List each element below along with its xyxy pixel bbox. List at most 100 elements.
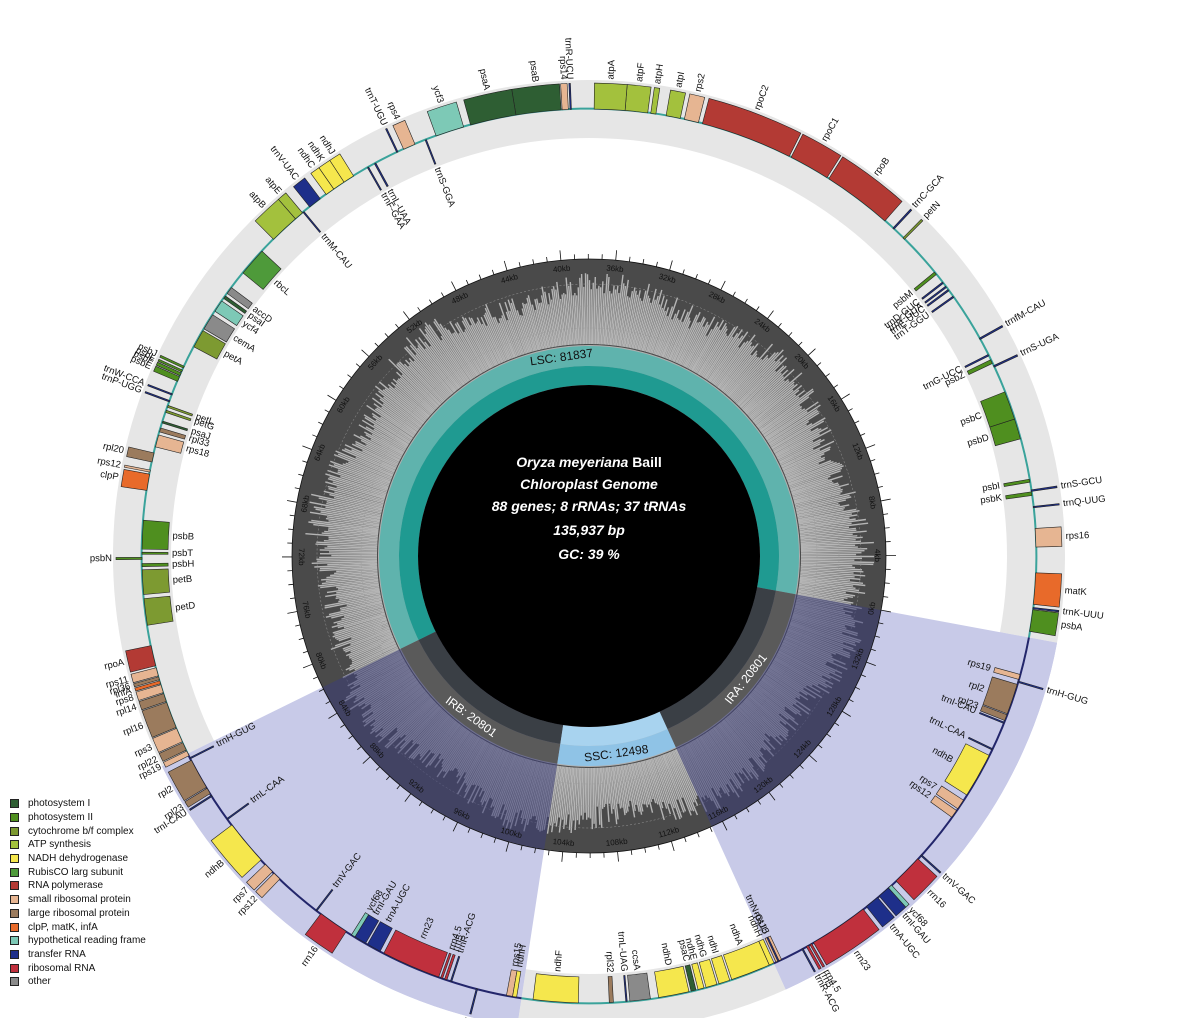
- legend-item-rrn: ribosomal RNA: [10, 961, 146, 975]
- tick-mark: [518, 262, 521, 268]
- ira-gene-band: [761, 632, 1058, 990]
- gene-label-psaA: psaA: [477, 68, 493, 92]
- tick-baseline: [291, 258, 887, 854]
- gene-psbM: [913, 271, 937, 292]
- tick-mark: [430, 808, 434, 814]
- legend-swatch: [10, 813, 19, 823]
- gene-ycf3: [426, 101, 464, 137]
- gene-trnI-GAU: [354, 914, 380, 944]
- tick-label: 72kb: [297, 548, 306, 566]
- gene-rps12: [930, 795, 957, 818]
- gene-label-infA: infA: [114, 685, 133, 700]
- tick-mark: [361, 349, 370, 357]
- gene-label-psaC: psaC: [676, 939, 692, 963]
- gene-label-ndhF: ndhF: [552, 950, 565, 973]
- gene-petA: [193, 330, 226, 360]
- gene-label-rps8: rps8: [114, 692, 135, 708]
- tick-mark: [874, 635, 880, 638]
- gene-label-trnS-GCU: trnS-GCU: [1060, 475, 1103, 492]
- tick-mark: [505, 841, 510, 852]
- tick-mark: [302, 663, 313, 669]
- gene-trnR-ACG: [801, 948, 816, 973]
- gene-rrn23: [383, 929, 448, 978]
- genome-summary: Oryza meyeriana Baill Chloroplast Genome…: [492, 454, 687, 562]
- gene-psbC: [980, 391, 1015, 428]
- gene-trnL-UAA: [374, 162, 389, 188]
- gene-label-trnR-UCU: trnR-UCU: [562, 38, 575, 80]
- gene-rpoC2: [702, 98, 802, 157]
- gene-rps12: [124, 464, 151, 473]
- tick-mark: [809, 754, 818, 763]
- tick-label: 40kb: [553, 264, 572, 275]
- gene-label-atpI: atpI: [673, 71, 687, 89]
- gene-label-rrn23: rrn23: [851, 948, 873, 973]
- genome-length: 135,937 bp: [553, 522, 625, 538]
- tick-mark: [695, 274, 698, 279]
- gc-gridline-0: [360, 327, 818, 785]
- tick-mark: [834, 722, 840, 726]
- gene-label-psbI: psbI: [981, 480, 1001, 494]
- legend-swatch: [10, 867, 19, 877]
- gene-label-psbD: psbD: [966, 432, 991, 449]
- region-ring-inner-3: [659, 587, 776, 730]
- gene-rps11: [130, 667, 159, 684]
- tick-mark: [841, 393, 850, 400]
- gene-ycf68: [888, 884, 910, 908]
- tick-mark: [732, 291, 736, 297]
- gene-rpl33: [159, 427, 187, 440]
- gene-psaB: [511, 83, 562, 116]
- gene-atpB: [254, 198, 296, 240]
- gene-ccsA: [627, 972, 651, 1002]
- region-ring-outer-3: [667, 590, 796, 748]
- gene-trnH-GUG: [189, 745, 215, 760]
- legend-label: RubisCO larg subunit: [28, 866, 124, 878]
- gene-label-rps12: rps12: [96, 456, 121, 471]
- gene-trnS-UGA: [993, 354, 1019, 368]
- tick-mark: [417, 307, 421, 312]
- tick-mark: [312, 434, 318, 438]
- gene-ndhF: [532, 973, 580, 1004]
- gene-trnR-UCU: [568, 83, 572, 110]
- gene-trnF-GAA: [367, 166, 382, 191]
- gene-trnD-GUC: [921, 281, 944, 300]
- gene-ndhB: [210, 824, 262, 878]
- tick-mark: [375, 766, 380, 771]
- tick-mark: [384, 333, 389, 338]
- tick-mark: [757, 800, 762, 805]
- tick-mark: [357, 746, 362, 751]
- species-author: Baill: [632, 454, 662, 470]
- region-ring-inner-1: [418, 631, 564, 744]
- gene-label-clpP: clpP: [99, 469, 119, 483]
- legend-label: ATP synthesis: [28, 839, 91, 851]
- gene-trnM-CAU: [302, 211, 322, 233]
- gene-trnL-CAA: [967, 736, 993, 751]
- gene-trnH-GUG: [1017, 680, 1044, 691]
- gene-label-ycf3: ycf3: [430, 84, 446, 104]
- gene-trnV-GAC: [315, 888, 334, 912]
- backbone-ssc: [521, 962, 775, 1005]
- gene-label-rrn5: rrn5: [450, 933, 466, 953]
- gene-label-rps14: rps14: [557, 56, 569, 80]
- legend-swatch: [10, 799, 19, 809]
- gene-rrn16: [304, 913, 347, 954]
- tick-mark: [833, 384, 839, 389]
- tick-label: 0kb: [866, 601, 877, 616]
- tick-mark: [396, 784, 401, 790]
- tick-label: 4kb: [873, 549, 882, 562]
- gene-rpl23: [980, 705, 1008, 721]
- gene-trnA-UGC: [865, 896, 895, 928]
- tick-mark: [866, 661, 876, 667]
- gene-rps7: [935, 785, 964, 810]
- tick-mark: [655, 261, 658, 267]
- legend-item-rpo: RNA polymerase: [10, 879, 146, 893]
- tick-mark: [642, 258, 645, 265]
- gene-label-ccsA: ccsA: [629, 949, 642, 971]
- tick-mark: [788, 332, 793, 337]
- gene-psaJ: [161, 420, 189, 432]
- tick-mark: [298, 637, 304, 640]
- gene-ndhB: [944, 743, 990, 796]
- gene-psbB: [141, 519, 170, 550]
- tick-mark: [318, 688, 324, 692]
- gene-rps2: [683, 93, 706, 123]
